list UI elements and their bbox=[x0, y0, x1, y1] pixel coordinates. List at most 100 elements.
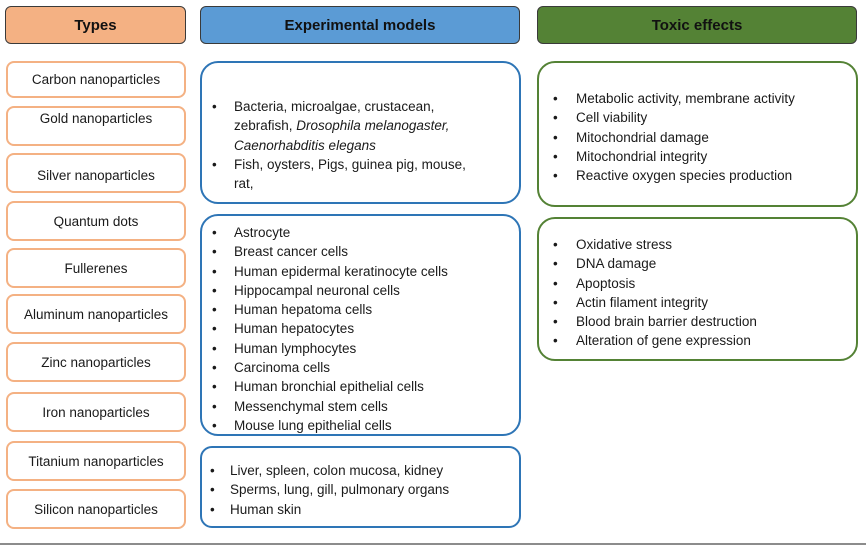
item-text: Actin filament integrity bbox=[576, 294, 709, 310]
type-box: Aluminum nanoparticles bbox=[6, 294, 186, 334]
list-item: •Human bronchial epithelial cells bbox=[202, 377, 519, 396]
list-item: • Messenchymal stem cells bbox=[202, 397, 519, 416]
bullet: • bbox=[212, 379, 217, 395]
item-text: Blood brain barrier destruction bbox=[576, 314, 757, 330]
item-text: Breast cancer cells bbox=[234, 244, 349, 260]
bullet: • bbox=[212, 417, 217, 433]
list-item: • Human hepatocytes bbox=[202, 319, 519, 338]
toxic-header-label: Toxic effects bbox=[651, 16, 743, 34]
item-text: Liver, spleen, colon mucosa, kidney bbox=[230, 463, 444, 478]
item-text: Human hepatocytes bbox=[234, 321, 355, 337]
type-box: Silver nanoparticles bbox=[6, 153, 186, 193]
type-box: Carbon nanoparticles bbox=[6, 61, 186, 98]
list-item: • Apoptosis bbox=[539, 274, 856, 293]
list-item: • Breast cancer cells bbox=[202, 242, 519, 261]
organisms-list: • Bacteria, microalgae, crustacean, zebra… bbox=[202, 97, 489, 193]
bullet: • bbox=[212, 321, 217, 337]
type-label: Carbon nanoparticles bbox=[31, 72, 161, 87]
item-text: Apoptosis bbox=[576, 275, 636, 291]
bullet: • bbox=[553, 294, 558, 310]
list-item: • Alteration of gene expression bbox=[539, 331, 856, 350]
bullet: • bbox=[212, 398, 217, 414]
bullet: • bbox=[553, 333, 558, 349]
models-header: Experimental models bbox=[200, 6, 520, 44]
bullet: • bbox=[212, 225, 217, 240]
list-item: •Human lymphocytes bbox=[202, 339, 519, 358]
types-header-label: Types bbox=[74, 16, 117, 34]
bullet: • bbox=[553, 237, 558, 252]
types-header: Types bbox=[5, 6, 186, 44]
item-text: Mitochondrial damage bbox=[576, 129, 709, 145]
type-label: Titanium nanoparticles bbox=[28, 454, 164, 469]
list-item: • Mouse lung epithelial cells bbox=[202, 416, 519, 435]
item-text: Messenchymal stem cells bbox=[234, 398, 388, 414]
type-label: Quantum dots bbox=[53, 214, 139, 229]
item-text: Human hepatoma cells bbox=[234, 302, 373, 318]
list-item: •Carcinoma cells bbox=[202, 358, 519, 377]
list-item: • Human epidermal keratinocyte cells bbox=[202, 262, 519, 281]
models-organisms-box: • Bacteria, microalgae, crustacean, zebra… bbox=[200, 61, 521, 204]
list-item: •Fish, oysters, Pigs, guinea pig, mouse,… bbox=[202, 155, 489, 194]
item-text: Astrocyte bbox=[234, 225, 291, 240]
cells-list: • Astrocyte • Breast cancer cells • Human e… bbox=[202, 223, 519, 435]
list-item: • Blood brain barrier destruction bbox=[539, 312, 856, 331]
item-text: Mitochondrial integrity bbox=[576, 148, 708, 164]
list-item: • Mitochondrial integrity bbox=[539, 147, 856, 166]
list-item: •Liver, spleen, colon mucosa, kidney bbox=[202, 461, 519, 480]
bullet: • bbox=[212, 244, 217, 260]
type-label: Silver nanoparticles bbox=[37, 168, 155, 183]
item-text: Human skin bbox=[230, 501, 302, 517]
item-text: Hippocampal neuronal cells bbox=[234, 282, 400, 298]
item-text: Alteration of gene expression bbox=[576, 333, 751, 349]
type-label: Gold nanoparticles bbox=[39, 111, 153, 126]
bullet: • bbox=[553, 110, 558, 126]
item-text: Fish, oysters, Pigs, guinea pig, mouse, … bbox=[234, 156, 466, 192]
bullet: • bbox=[212, 302, 217, 318]
toxic-group2-box: •Oxidative stress • DNA damage • Apoptosis… bbox=[537, 217, 858, 361]
bullet: • bbox=[210, 482, 215, 498]
bottom-divider bbox=[0, 543, 866, 545]
item-text-italic: Drosophila melanogaster, Caenorhabditis … bbox=[234, 118, 450, 153]
bullet: • bbox=[210, 501, 215, 517]
item-text: Cell viability bbox=[576, 110, 648, 126]
bullet: • bbox=[553, 275, 558, 291]
type-label: Fullerenes bbox=[64, 261, 128, 276]
type-box: Iron nanoparticles bbox=[6, 392, 186, 432]
item-text: Metabolic activity, membrane activity bbox=[576, 91, 795, 106]
tissues-list: •Liver, spleen, colon mucosa, kidney •Sp… bbox=[202, 461, 519, 519]
bullet: • bbox=[553, 256, 558, 272]
item-text: Human epidermal keratinocyte cells bbox=[234, 263, 448, 279]
toxic-group1-box: • Metabolic activity, membrane activity •… bbox=[537, 61, 858, 207]
bullet: • bbox=[553, 91, 558, 106]
item-text: Reactive oxygen species production bbox=[576, 168, 793, 184]
list-item: • Mitochondrial damage bbox=[539, 128, 856, 147]
type-box: Quantum dots bbox=[6, 201, 186, 241]
item-text: Human lymphocytes bbox=[234, 340, 357, 356]
models-tissues-box: •Liver, spleen, colon mucosa, kidney •Sp… bbox=[200, 446, 521, 528]
type-box: Zinc nanoparticles bbox=[6, 342, 186, 382]
bullet: • bbox=[553, 129, 558, 145]
list-item: •Oxidative stress bbox=[539, 235, 856, 254]
list-item: •Reactive oxygen species production bbox=[539, 166, 856, 185]
type-box: Gold nanoparticles bbox=[6, 106, 186, 146]
bullet: • bbox=[212, 263, 217, 279]
type-label: Iron nanoparticles bbox=[42, 405, 150, 420]
list-item: • Human hepatoma cells bbox=[202, 300, 519, 319]
item-text: Mouse lung epithelial cells bbox=[234, 417, 392, 433]
list-item: • Cell viability bbox=[539, 108, 856, 127]
bullet: • bbox=[553, 314, 558, 330]
type-label: Zinc nanoparticles bbox=[41, 355, 151, 370]
item-text: DNA damage bbox=[576, 256, 657, 272]
toxic-group1-list: • Metabolic activity, membrane activity •… bbox=[539, 89, 856, 185]
bullet: • bbox=[212, 360, 217, 376]
type-label: Aluminum nanoparticles bbox=[23, 307, 169, 322]
list-item: • DNA damage bbox=[539, 254, 856, 273]
type-label: Silicon nanoparticles bbox=[34, 502, 158, 517]
item-text: Bacteria, microalgae, crustacean, zebraf… bbox=[234, 99, 435, 134]
bullet: • bbox=[212, 99, 217, 114]
bullet: • bbox=[212, 282, 217, 298]
list-item: • Actin filament integrity bbox=[539, 293, 856, 312]
type-box: Silicon nanoparticles bbox=[6, 489, 186, 529]
bullet: • bbox=[553, 148, 558, 164]
type-box: Titanium nanoparticles bbox=[6, 441, 186, 481]
